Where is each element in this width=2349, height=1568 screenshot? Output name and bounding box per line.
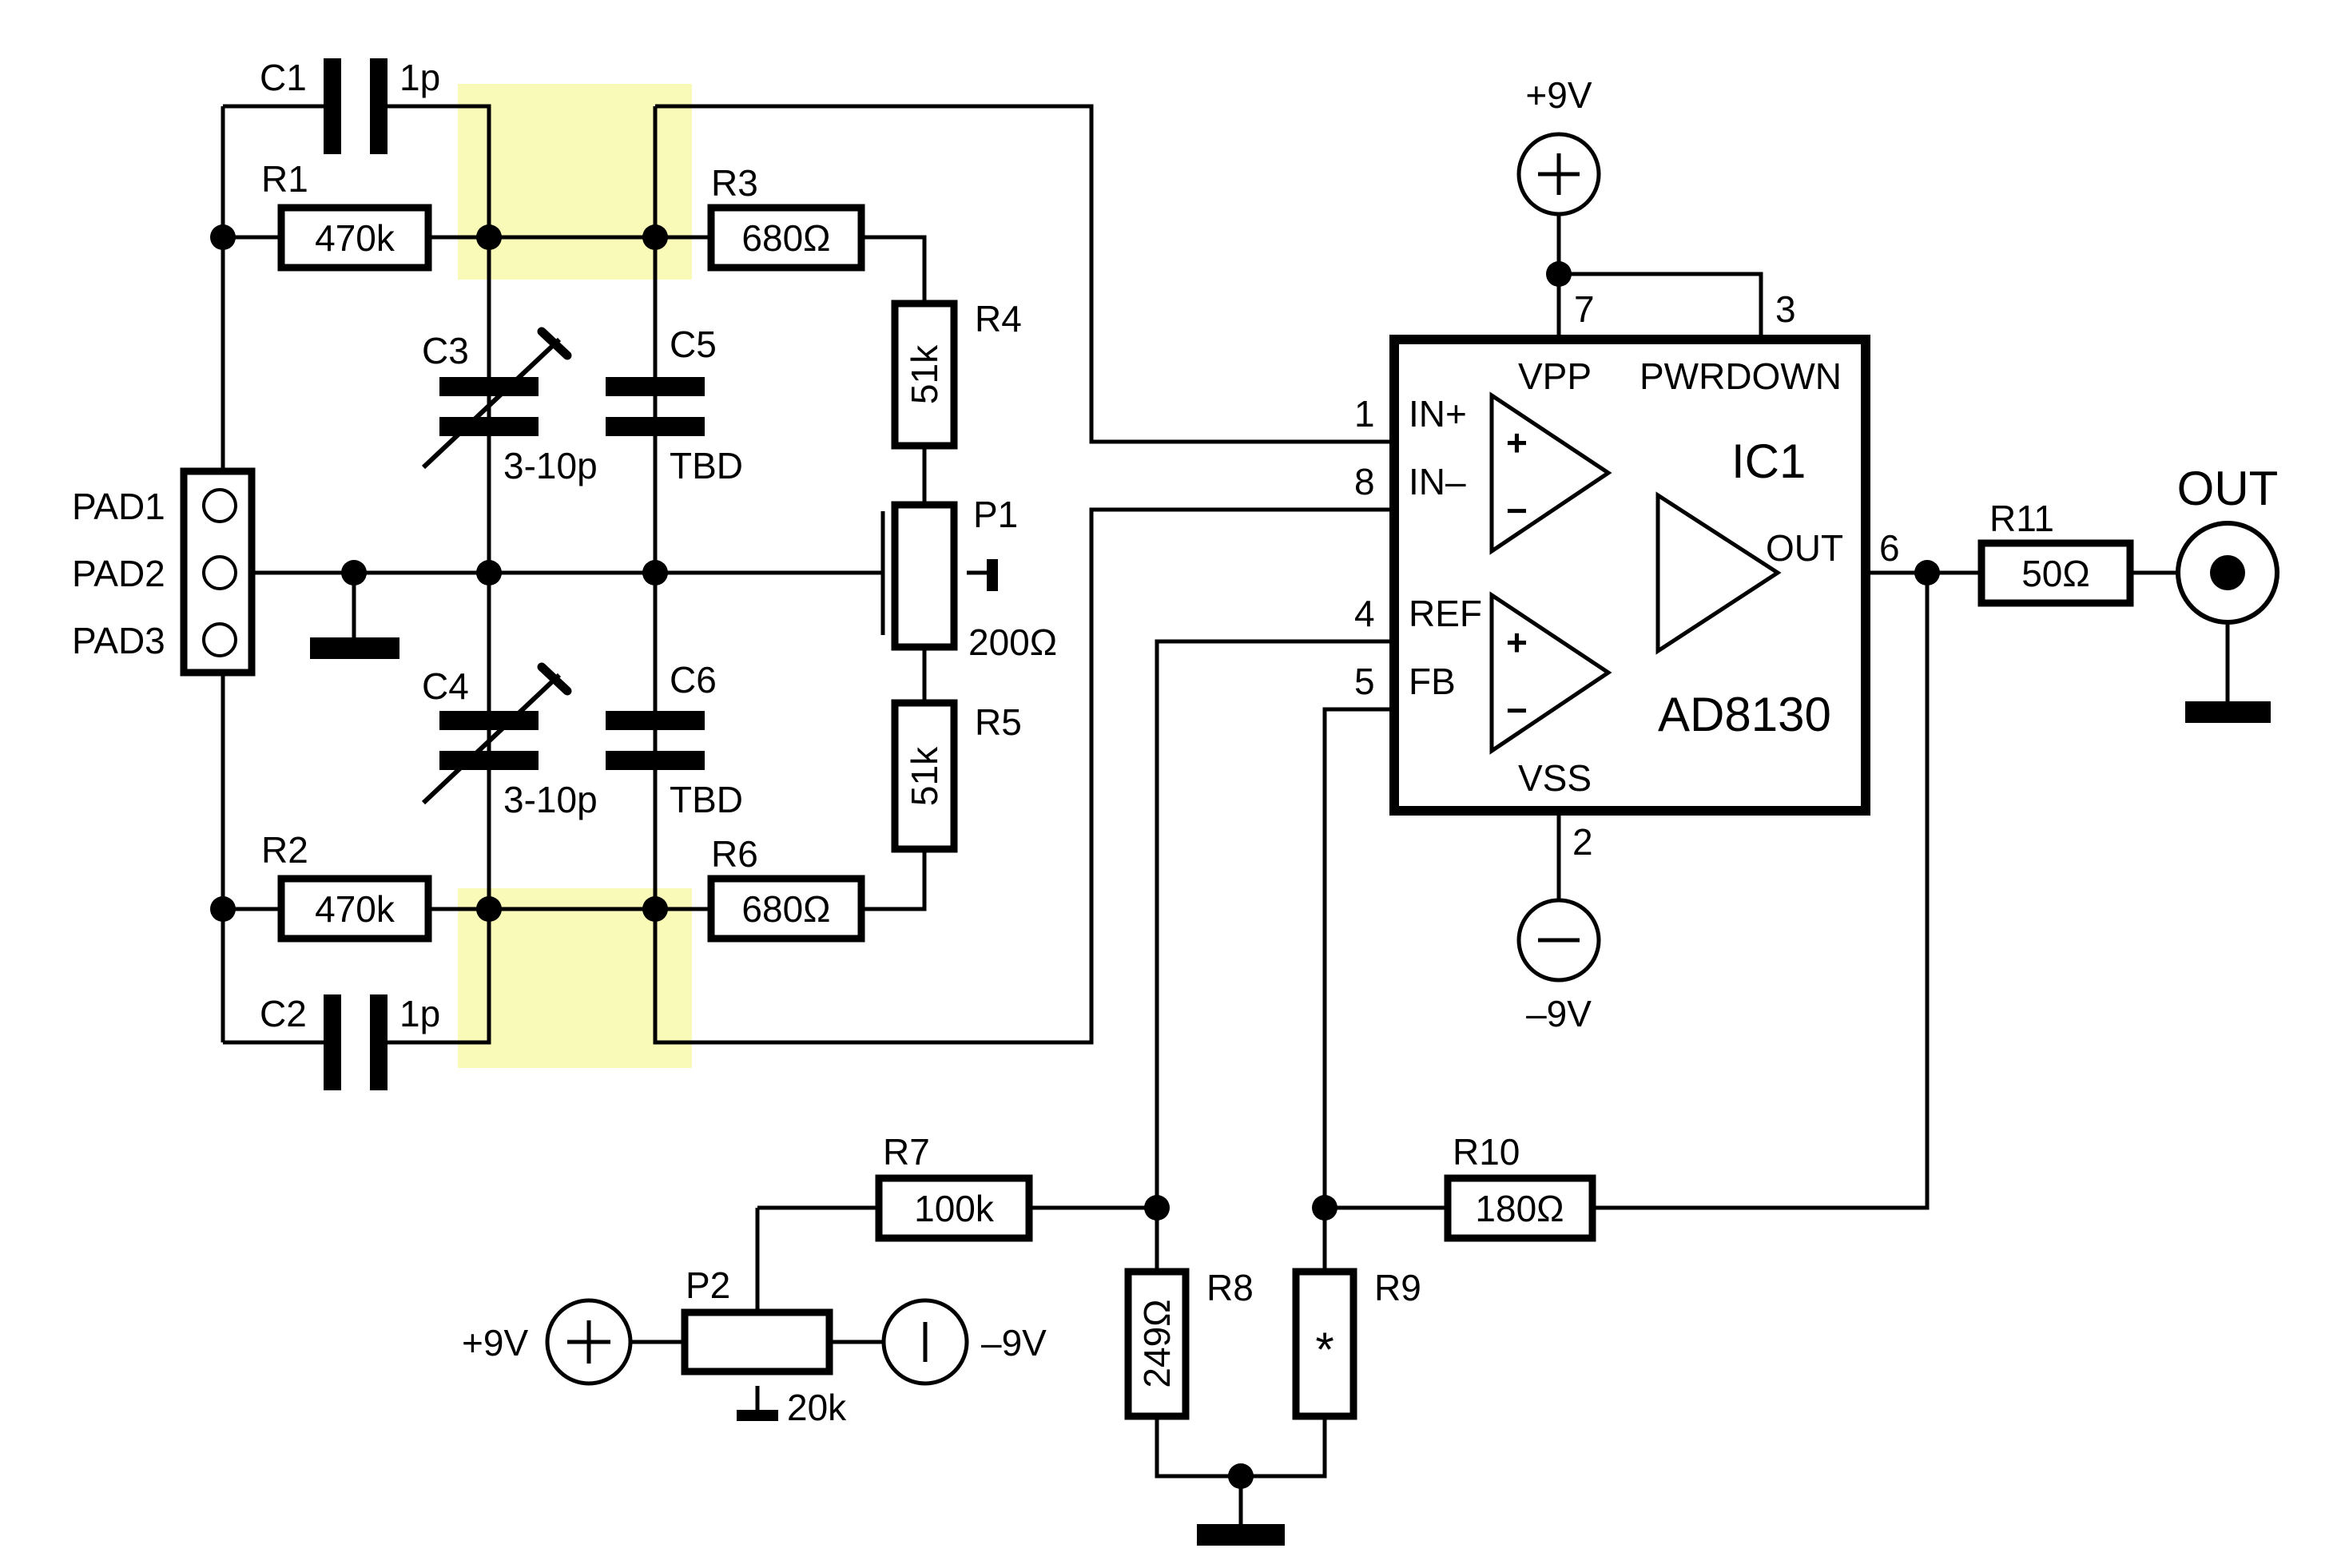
pad1-circle xyxy=(202,488,237,523)
c5-ref: C5 xyxy=(670,324,717,365)
resistor-r4: R4 51k xyxy=(891,298,1022,450)
r5-ref: R5 xyxy=(975,701,1022,743)
pin-in-minus-name: IN– xyxy=(1409,461,1466,502)
opamp1-minus-sign: − xyxy=(1506,490,1528,531)
r2-value: 470k xyxy=(315,888,395,930)
pin-pwrdown-name: PWRDOWN xyxy=(1640,355,1842,397)
pin-out-name: OUT xyxy=(1766,527,1843,569)
c2-ref: C2 xyxy=(260,993,307,1034)
pin-fb-name: FB xyxy=(1409,661,1456,702)
ground-symbols xyxy=(310,559,2271,1546)
resistor-r3: R3 680Ω xyxy=(707,162,865,272)
resistor-r9: R9 * xyxy=(1292,1267,1421,1420)
r1-value: 470k xyxy=(315,217,395,259)
resistor-r11: R11 50Ω xyxy=(1977,498,2134,607)
r9-value: * xyxy=(1315,1323,1333,1376)
pin-in-minus-num: 8 xyxy=(1354,461,1375,502)
trimmer-capacitor-c4: C4 3-10p xyxy=(421,662,598,820)
capacitor-c1: C1 1p xyxy=(260,57,440,154)
trimmer-capacitor-c3: C3 3-10p xyxy=(421,327,598,486)
pin-vpp-num: 7 xyxy=(1574,288,1595,330)
potentiometer-p1: P1 200Ω xyxy=(880,494,1057,663)
supply-p2-negative: –9V xyxy=(881,1298,1047,1386)
c1-ref: C1 xyxy=(260,57,307,98)
r1-ref: R1 xyxy=(261,158,308,200)
pin-ref-num: 4 xyxy=(1354,593,1375,634)
opamp2-plus-sign: + xyxy=(1506,621,1528,663)
r8-ref: R8 xyxy=(1206,1267,1254,1308)
opamp2-minus-sign: − xyxy=(1506,689,1528,731)
capacitor-c2: C2 1p xyxy=(260,993,440,1090)
r2-ref: R2 xyxy=(261,829,308,871)
resistor-r8: R8 249Ω xyxy=(1124,1267,1254,1420)
resistor-r1: R1 470k xyxy=(261,158,432,272)
opamp1-plus-sign: + xyxy=(1506,422,1528,463)
r11-value: 50Ω xyxy=(2021,553,2090,594)
resistor-r10: R10 180Ω xyxy=(1444,1131,1596,1242)
pad2-circle xyxy=(202,555,237,590)
ic1-ref: IC1 xyxy=(1731,435,1806,488)
pad3-label: PAD3 xyxy=(72,620,165,661)
r3-ref: R3 xyxy=(711,162,758,204)
r4-ref: R4 xyxy=(975,298,1022,339)
p1-ref: P1 xyxy=(973,494,1018,535)
output-label: OUT xyxy=(2177,462,2279,515)
pin-ref-name: REF xyxy=(1409,593,1482,634)
pin-vss-name: VSS xyxy=(1518,757,1592,799)
supply-p2-positive: +9V xyxy=(462,1298,633,1386)
capacitor-c5: C5 TBD xyxy=(606,324,743,486)
pin-in-plus-num: 1 xyxy=(1354,393,1375,435)
c5-value: TBD xyxy=(670,445,743,486)
pad1-label: PAD1 xyxy=(72,486,165,527)
c4-value: 3-10p xyxy=(503,779,598,820)
c3-ref: C3 xyxy=(422,330,469,371)
supply-top-neg-label: –9V xyxy=(1526,993,1592,1034)
supply-top-pos-label: +9V xyxy=(1525,74,1592,116)
r10-value: 180Ω xyxy=(1475,1188,1564,1229)
p1-value: 200Ω xyxy=(968,621,1057,663)
pin-in-plus-name: IN+ xyxy=(1409,393,1467,435)
r6-value: 680Ω xyxy=(741,888,830,930)
capacitor-c6: C6 TBD xyxy=(606,659,743,820)
c6-ref: C6 xyxy=(670,659,717,701)
r7-value: 100k xyxy=(914,1188,995,1229)
ic1-part: AD8130 xyxy=(1658,688,1831,741)
resistor-r2: R2 470k xyxy=(261,829,432,943)
r5-value: 51k xyxy=(904,746,945,806)
pad2-label: PAD2 xyxy=(72,553,165,594)
p2-value: 20k xyxy=(787,1387,847,1428)
pin-out-num: 6 xyxy=(1879,527,1900,569)
resistor-r5: R5 51k xyxy=(891,699,1022,853)
output-connector: OUT xyxy=(2176,462,2279,625)
resistor-r6: R6 680Ω xyxy=(707,833,865,943)
ic1-ad8130: + − + − IC1 AD8130 IN+ IN– REF FB VPP PW… xyxy=(1354,288,1900,863)
supply-top-positive: +9V xyxy=(1516,74,1601,216)
pad3-circle xyxy=(202,622,237,657)
supply-p2-pos-label: +9V xyxy=(462,1322,528,1364)
r6-ref: R6 xyxy=(711,833,758,875)
r8-value: 249Ω xyxy=(1136,1299,1178,1387)
potentiometer-p2: P2 20k xyxy=(681,1264,847,1428)
supply-p2-neg-label: –9V xyxy=(981,1322,1047,1364)
pad-connector: PAD1 PAD2 PAD3 xyxy=(72,467,256,677)
c1-value: 1p xyxy=(399,57,440,98)
r4-value: 51k xyxy=(904,344,945,404)
r11-ref: R11 xyxy=(1989,498,2054,539)
pin-vss-num: 2 xyxy=(1572,821,1593,863)
resistor-r7: R7 100k xyxy=(875,1131,1033,1242)
pin-fb-num: 5 xyxy=(1354,661,1375,702)
c3-value: 3-10p xyxy=(503,445,598,486)
c4-ref: C4 xyxy=(422,665,469,707)
supply-top-negative: –9V xyxy=(1516,898,1601,1034)
r3-value: 680Ω xyxy=(741,217,830,259)
r10-ref: R10 xyxy=(1453,1131,1520,1173)
pin-vpp-name: VPP xyxy=(1518,355,1592,397)
pin-pwrdown-num: 3 xyxy=(1775,288,1796,330)
p2-ref: P2 xyxy=(686,1264,730,1306)
c2-value: 1p xyxy=(399,993,440,1034)
r7-ref: R7 xyxy=(883,1131,930,1173)
r9-ref: R9 xyxy=(1374,1267,1421,1308)
c6-value: TBD xyxy=(670,779,743,820)
